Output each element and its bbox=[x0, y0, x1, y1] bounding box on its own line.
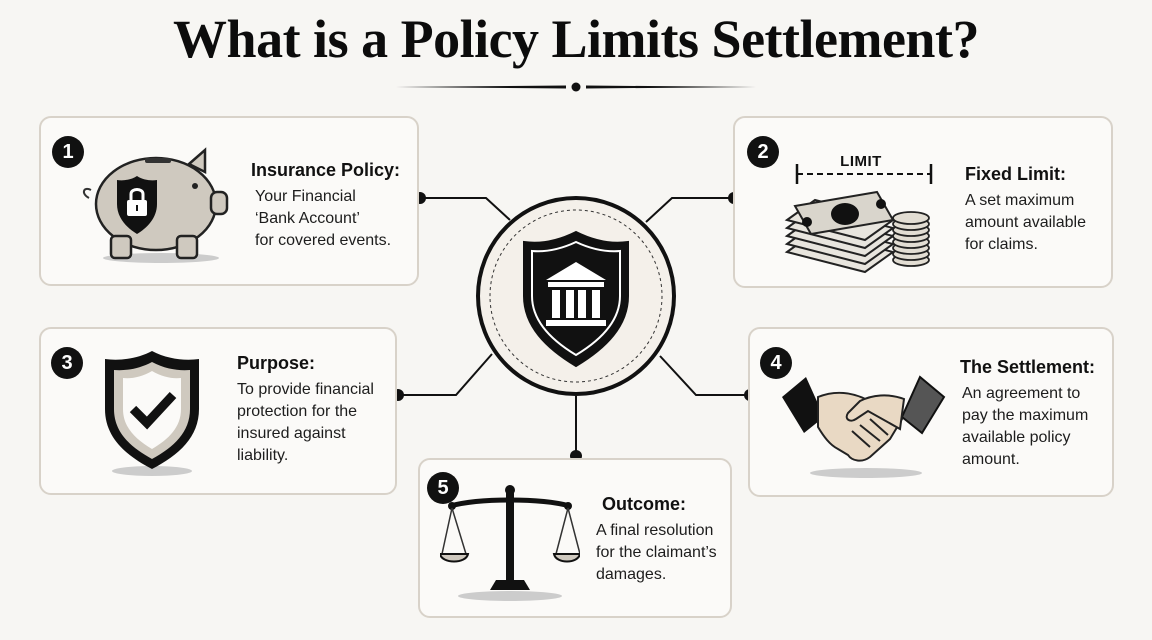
step-title: Insurance Policy: bbox=[251, 160, 401, 180]
limit-label: LIMIT bbox=[837, 153, 885, 170]
step-title: Fixed Limit: bbox=[965, 164, 1067, 184]
step-number-badge: 4 bbox=[760, 347, 792, 379]
step-card-1: 1 Insurance Policy: Your Financial‘Bank … bbox=[39, 116, 419, 286]
scales-icon bbox=[440, 485, 580, 601]
step-description: Your Financial‘Bank Account’for covered … bbox=[255, 188, 392, 249]
handshake-icon bbox=[782, 375, 946, 478]
step-title: Outcome: bbox=[602, 494, 687, 514]
bank-shield-icon bbox=[476, 196, 676, 396]
step-title: Purpose: bbox=[237, 353, 316, 373]
step-number-badge: 3 bbox=[51, 347, 83, 379]
step-number-badge: 2 bbox=[747, 136, 779, 168]
money-stack-icon bbox=[784, 164, 933, 274]
page-title: What is a Policy Limits Settlement? bbox=[173, 9, 979, 69]
step-title: The Settlement: bbox=[960, 357, 1096, 377]
step-number-badge: 5 bbox=[427, 472, 459, 504]
shield-check-icon bbox=[105, 351, 199, 476]
piggy-bank-lock-icon bbox=[83, 147, 229, 263]
step-number-badge: 1 bbox=[52, 136, 84, 168]
title-divider bbox=[396, 82, 756, 92]
